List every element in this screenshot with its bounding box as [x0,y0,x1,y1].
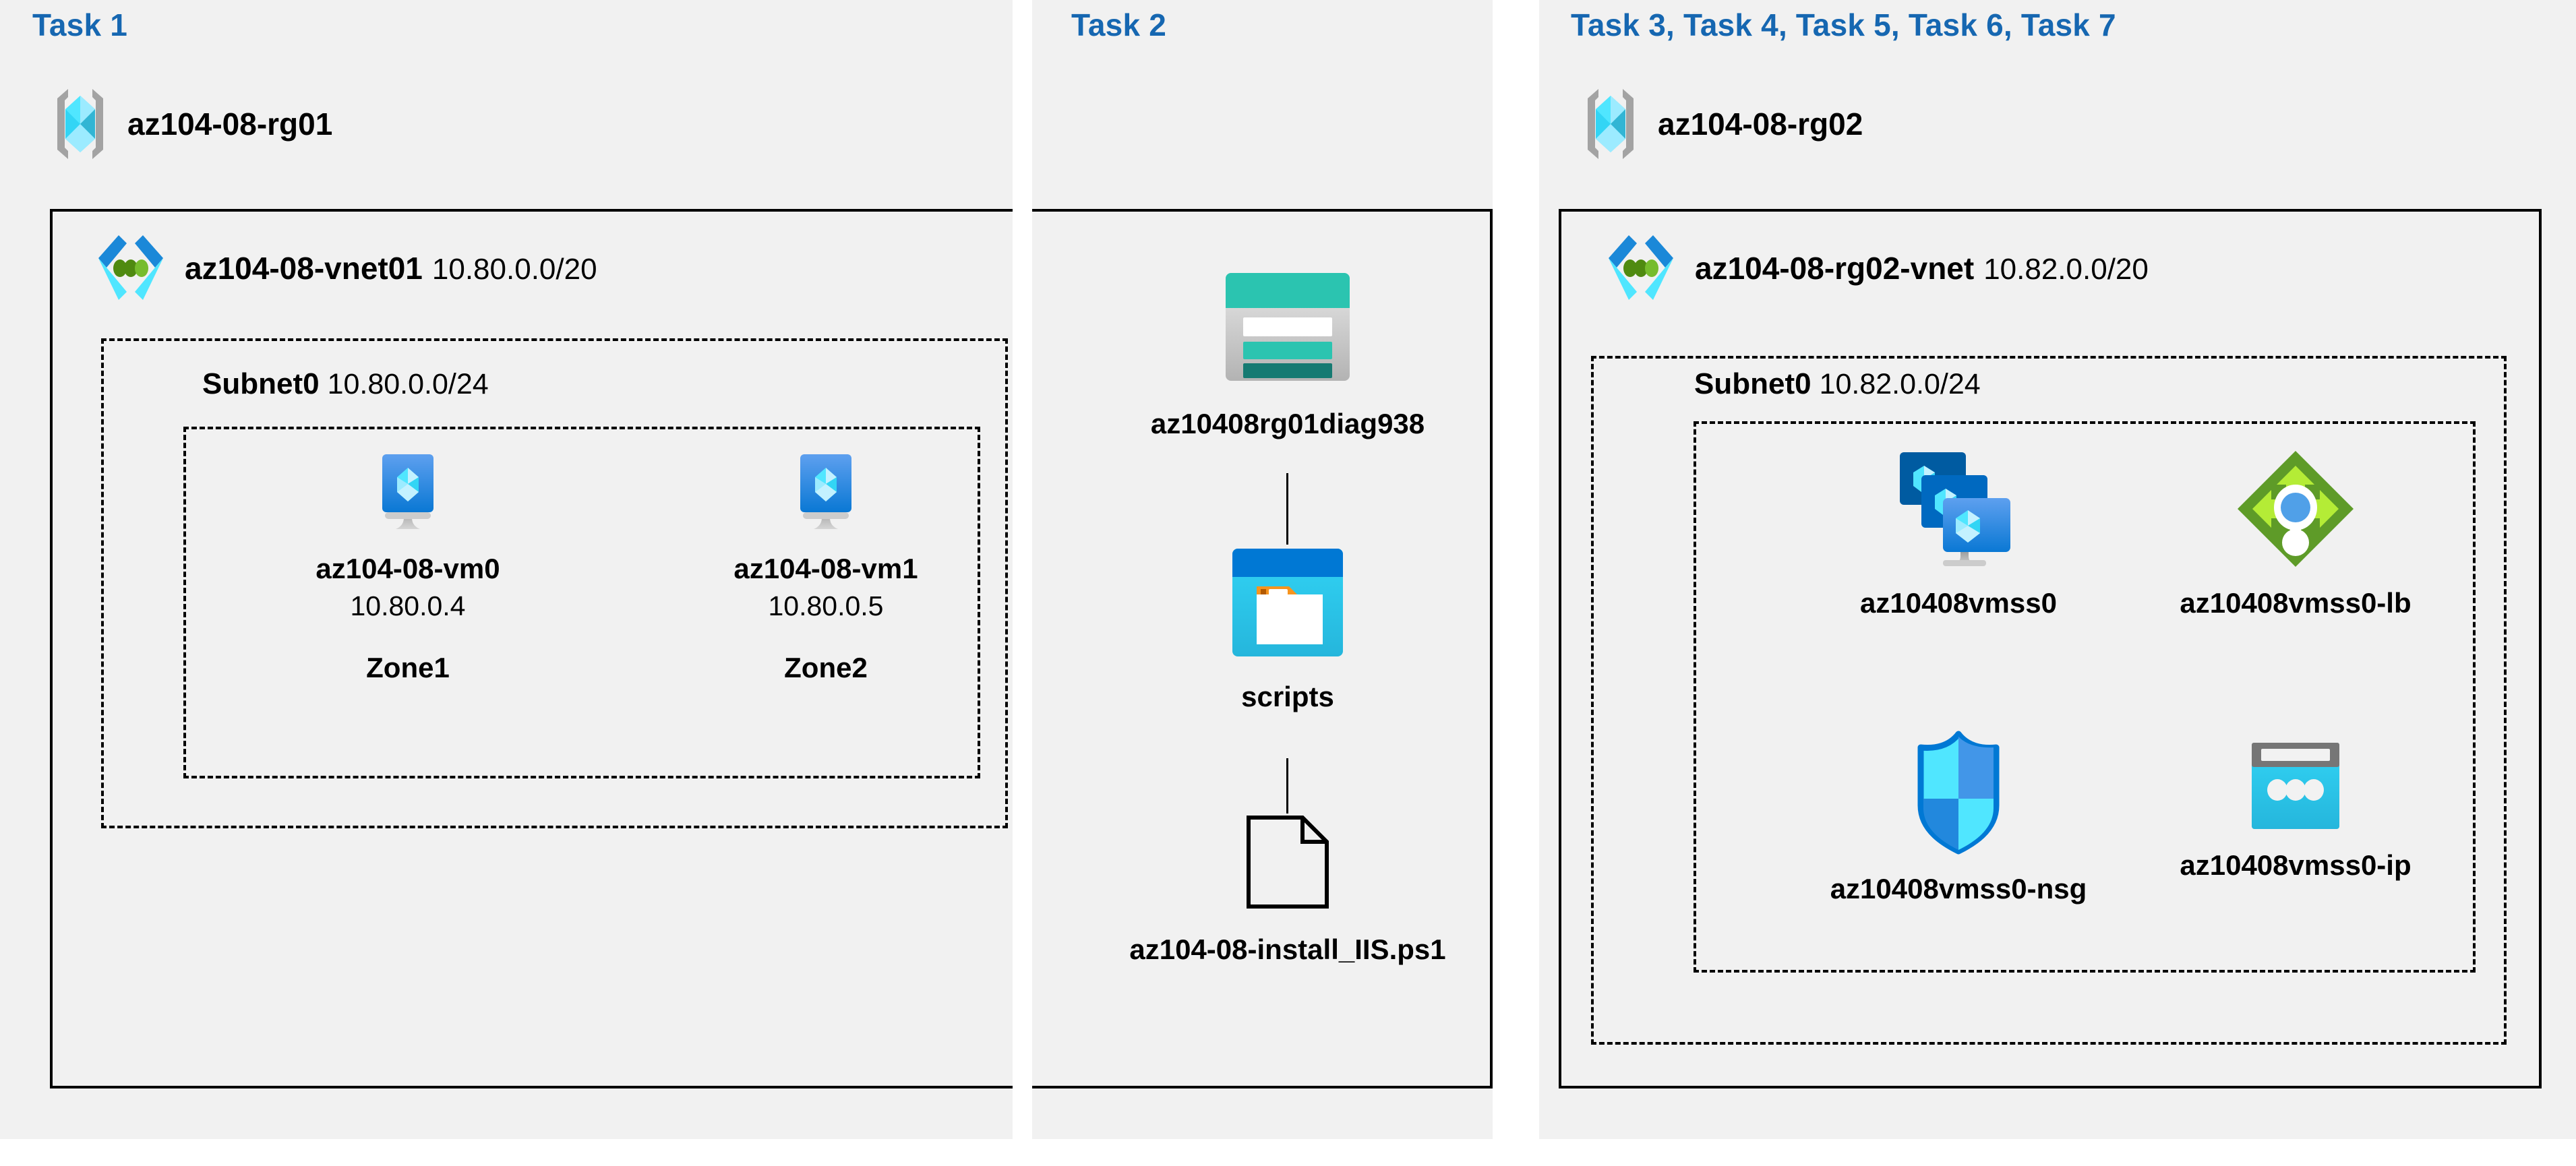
connector-storage-to-container [1286,473,1288,545]
vm-node-1-ip: 10.80.0.5 [768,590,884,621]
virtual-machine-icon [787,452,865,534]
vm-node-0-ip: 10.80.0.4 [350,590,466,621]
task1-subnet-cidr: 10.80.0.0/24 [327,368,489,400]
task3to7-resource-group-box [1694,421,2476,973]
task1-subnet-box [101,338,1008,828]
vm-node-1[interactable]: az104-08-vm1 10.80.0.5 Zone2 [705,452,947,684]
vm-node-0-name: az104-08-vm0 [316,553,500,584]
task1-subnet-header: Subnet0 10.80.0.0/24 [202,367,489,401]
vm-node-1-zone: Zone2 [784,652,868,683]
task3to7-resource-group-label: az104-08-rg02 [1658,106,1863,142]
vm-node-1-name: az104-08-vm1 [733,553,918,584]
public-ip-address-icon [2248,740,2343,832]
task2-title: Task 2 [1071,7,1166,42]
vm-scale-set-icon [1896,448,2021,570]
load-balancer-icon [2235,448,2356,570]
connector-container-to-file [1286,758,1288,814]
network-security-group-node[interactable]: az10408vmss0-nsg [1783,730,2134,905]
task1-resource-group-label: az104-08-rg01 [127,106,333,142]
public-ip-address-label: az10408vmss0-ip [2180,849,2412,881]
blob-container-node[interactable]: scripts [1085,545,1490,713]
resource-group-icon [51,86,110,162]
storage-account-label: az10408rg01diag938 [1150,408,1425,439]
network-security-group-label: az10408vmss0-nsg [1830,873,2087,904]
file-icon [1242,814,1334,911]
resource-group-icon [1581,86,1640,162]
blob-container-icon [1227,545,1348,661]
virtual-network-icon [94,233,167,304]
task3to7-subnet-name: Subnet0 [1694,367,1811,400]
task3to7-vnet-name: az104-08-rg02-vnet [1695,251,1975,286]
load-balancer-label: az10408vmss0-lb [2180,587,2412,619]
task3to7-subnet-cidr: 10.82.0.0/24 [1819,368,1981,400]
blob-container-label: scripts [1241,681,1334,712]
task1-vm-group-box [183,427,980,778]
vm-node-0[interactable]: az104-08-vm0 10.80.0.4 Zone1 [287,452,529,684]
task1-title: Task 1 [32,7,127,42]
task3to7-subnet-header: Subnet0 10.82.0.0/24 [1694,367,1981,401]
task3to7-title: Task 3, Task 4, Task 5, Task 6, Task 7 [1571,7,2116,42]
storage-account-icon [1220,266,1355,388]
panel-gutter-2 [1493,0,1539,1166]
task1-vnet-cidr: 10.80.0.0/20 [431,253,597,286]
load-balancer-node[interactable]: az10408vmss0-lb [2120,448,2471,619]
panel-gutter-1 [1013,0,1032,1166]
virtual-network-icon [1605,233,1677,304]
storage-account-node[interactable]: az10408rg01diag938 [1085,266,1490,440]
task3to7-vnet-header: az104-08-rg02-vnet 10.82.0.0/20 [1605,233,2149,304]
task1-subnet-name: Subnet0 [202,367,320,400]
task3to7-subnet-box [1591,356,2507,1045]
task1-vnet-name: az104-08-vnet01 [185,251,423,286]
task1-vnet-header: az104-08-vnet01 10.80.0.0/20 [94,233,597,304]
vm-node-0-zone: Zone1 [366,652,450,683]
vm-scale-set-label: az10408vmss0 [1860,587,2057,619]
virtual-machine-icon [369,452,447,534]
vm-scale-set-node[interactable]: az10408vmss0 [1783,448,2134,619]
task1-resource-group-header: az104-08-rg01 [51,86,332,162]
task3to7-vnet-cidr: 10.82.0.0/20 [1983,253,2149,286]
network-security-group-icon [1910,730,2007,855]
public-ip-address-node[interactable]: az10408vmss0-ip [2120,740,2471,882]
file-label: az104-08-install_IIS.ps1 [1129,933,1446,965]
task3to7-vnet-box [1559,209,2542,1088]
task3to7-resource-group-header: az104-08-rg02 [1581,86,1863,162]
file-node[interactable]: az104-08-install_IIS.ps1 [1079,814,1497,966]
